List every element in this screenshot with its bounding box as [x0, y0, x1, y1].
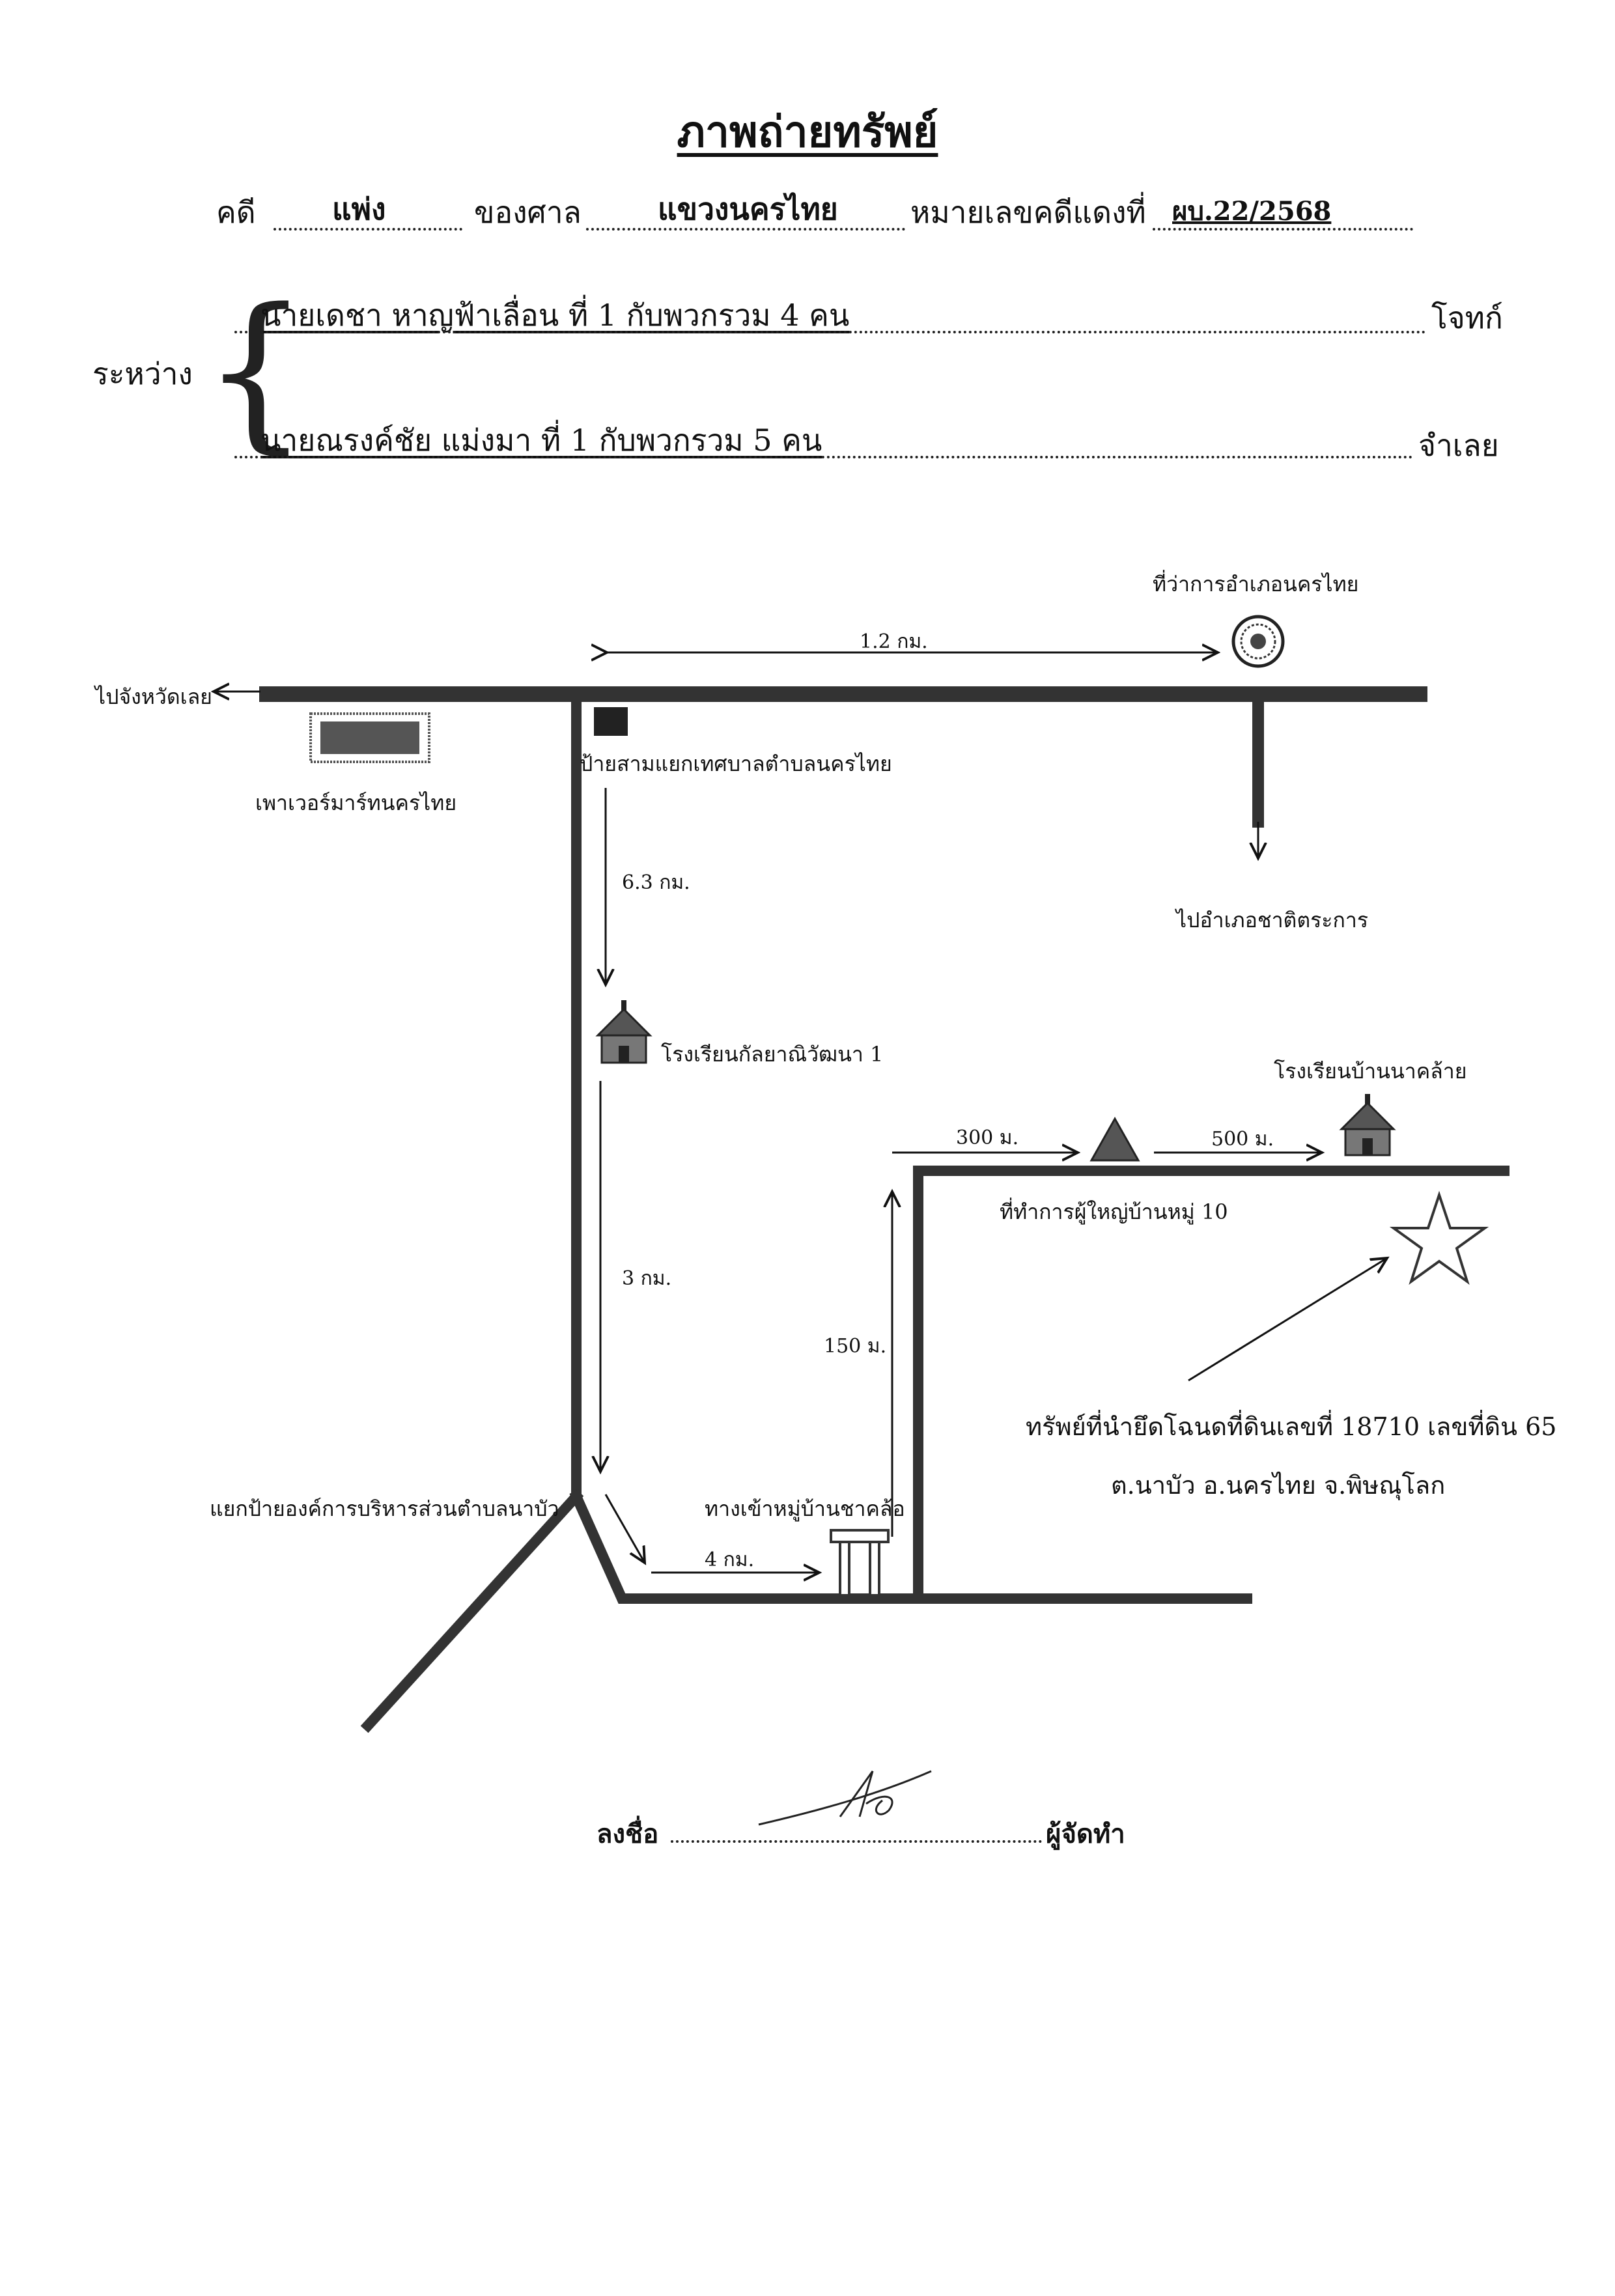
district-seal-icon	[1231, 615, 1285, 668]
defendant-name: นายณรงค์ชัย แม่งมา ที่ 1 กับพวกรวม 5 คน	[260, 423, 822, 458]
red-case-label: หมายเลขคดีแดงที่	[910, 195, 1146, 230]
plaintiff-role: โจทก์	[1431, 300, 1503, 335]
sign-role: ผู้จัดทำ	[1046, 1819, 1125, 1849]
to-chat-trakan-label: ไปอำเภอชาติตระการ	[1176, 908, 1368, 932]
property-description-line2: ต.นาบัว อ.นครไทย จ.พิษณุโลก	[1111, 1471, 1446, 1500]
roads	[259, 686, 1510, 1733]
distance-label: 500 ม.	[1211, 1128, 1274, 1151]
signature	[758, 1770, 932, 1826]
page-title: ภาพถ่ายทรัพย์	[677, 106, 938, 157]
store-icon	[309, 712, 430, 763]
distance-label: 3 กม.	[622, 1267, 672, 1290]
headman-office-icon	[1089, 1116, 1140, 1162]
junction-sign-label: ป้ายสามแยกเทศบาลตำบลนครไทย	[580, 751, 892, 776]
direction-arrows	[214, 652, 1387, 1573]
school-1-label: โรงเรียนกัลยาณิวัฒนา 1	[661, 1042, 884, 1067]
plaintiff-name: นายเดชา หาญฟ้าเลื่อน ที่ 1 กับพวกรวม 4 ค…	[260, 298, 850, 333]
dotted-line	[234, 331, 1426, 333]
headman-office-label: ที่ทำการผู้ใหญ่บ้านหมู่ 10	[1000, 1199, 1228, 1224]
distance-label: 300 ม.	[956, 1127, 1019, 1149]
distance-label: 150 ม.	[824, 1335, 887, 1358]
school-2-label: โรงเรียนบ้านนาคล้าย	[1274, 1059, 1467, 1084]
power-mart-label: เพาเวอร์มาร์ทนครไทย	[255, 791, 457, 815]
dotted-line	[234, 456, 1413, 458]
court-name: แขวงนครไทย	[658, 191, 838, 227]
case-label: คดี	[216, 195, 256, 230]
dotted-line	[586, 228, 905, 231]
dotted-line	[671, 1840, 1042, 1843]
between-label: ระหว่าง	[92, 356, 193, 391]
distance-label: 1.2 กม.	[860, 630, 928, 653]
sign-icon	[594, 707, 628, 736]
dotted-line	[1153, 228, 1413, 231]
sign-label: ลงชื่อ	[597, 1819, 659, 1849]
court-label: ของศาล	[474, 195, 582, 230]
case-type: แพ่ง	[332, 191, 386, 227]
arrow-icon	[1188, 1258, 1387, 1382]
road-to-property	[913, 1166, 1510, 1604]
gate-icon	[830, 1529, 890, 1597]
school-icon	[1339, 1094, 1396, 1156]
district-office-label: ที่ว่าการอำเภอนครไทย	[1153, 572, 1359, 596]
property-description-line1: ทรัพย์ที่นำยึดโฉนดที่ดินเลขที่ 18710 เลข…	[1026, 1412, 1557, 1441]
star-icon	[1389, 1190, 1489, 1285]
distance-label: 4 กม.	[705, 1548, 755, 1571]
tao-junction-label: แยกป้ายองค์การบริหารส่วนตำบลนาบัว	[210, 1496, 559, 1521]
road-village	[569, 1489, 1252, 1604]
red-case-number: ผบ.22/2568	[1172, 196, 1332, 227]
arrow-icon	[604, 1494, 645, 1563]
defendant-role: จำเลย	[1418, 428, 1499, 463]
distance-label: 6.3 กม.	[622, 871, 690, 894]
to-loei-label: ไปจังหวัดเลย	[95, 684, 212, 709]
school-icon	[595, 1000, 653, 1064]
brace-icon: {	[202, 273, 310, 469]
road-sw	[360, 1489, 584, 1733]
dotted-line	[274, 228, 462, 231]
village-entrance-label: ทางเข้าหมู่บ้านชาคล้อ	[705, 1496, 905, 1521]
